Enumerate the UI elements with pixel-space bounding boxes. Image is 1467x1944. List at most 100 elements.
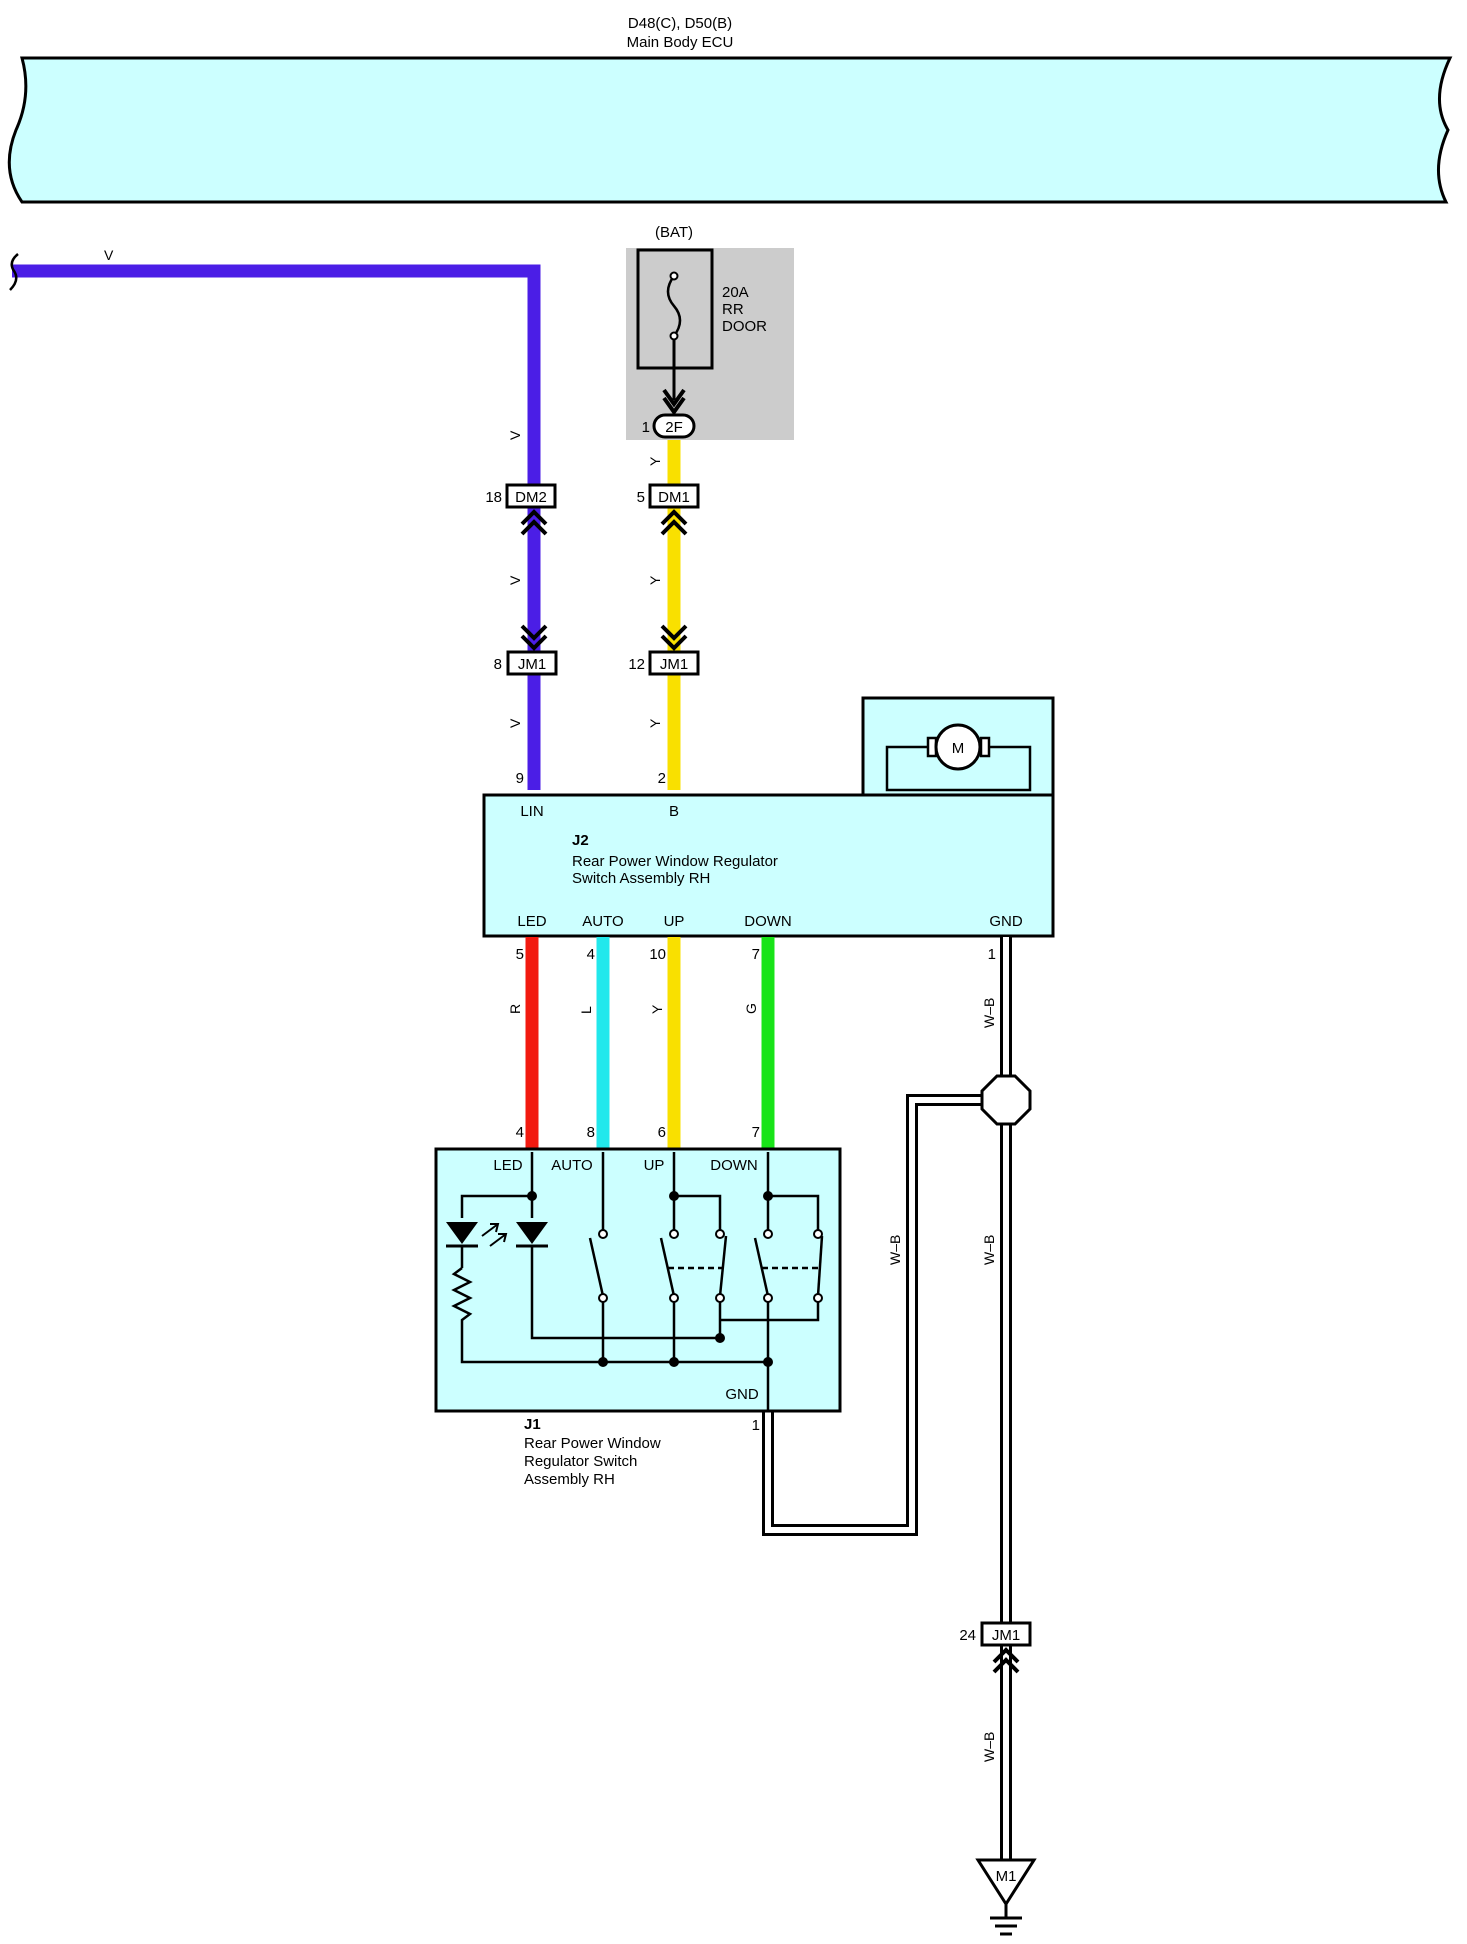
fuse-terminal-top [669, 271, 679, 281]
connector-dm2-label: DM2 [515, 489, 547, 506]
j2-motor-wiring [885, 745, 1032, 792]
j2-name-line2: Switch Assembly RH [572, 870, 710, 887]
j1-pin-led: 4 [516, 1124, 524, 1141]
wire-code-bat-2: Y [647, 575, 663, 585]
wire-code-gnd-1: W–B [981, 998, 997, 1028]
j2-pin-b: 2 [658, 770, 666, 787]
motor-icon [934, 723, 982, 771]
splice-point-icon [980, 1074, 1032, 1126]
main-body-ecu-box [7, 56, 1453, 204]
fuse-arrow-icon [662, 388, 686, 416]
diode-icon [516, 1222, 548, 1244]
connector-jm1-lin-label: JM1 [518, 656, 546, 673]
connector-dm1-arrow-icon [660, 509, 688, 536]
lin-wire-top [12, 264, 541, 790]
fuse-element [666, 275, 682, 337]
up-switch-1-icon [659, 1237, 676, 1297]
wire-code-gnd-j1: W–B [887, 1235, 903, 1265]
wire-break-icon [9, 253, 19, 291]
connector-jm1-gnd [980, 1621, 1032, 1647]
connector-jm1-bat-arrow-icon [660, 624, 688, 651]
wire-code-lin-2: V [507, 575, 523, 585]
ecu-connector-code: D48(C), D50(B) [628, 15, 732, 32]
wire-code-auto: L [578, 1006, 594, 1014]
connector-dm2-pin: 18 [485, 489, 502, 506]
j2-motor-label: M [952, 740, 965, 757]
wire-code-lin-top: V [104, 247, 114, 263]
connector-jm1-bat [648, 650, 700, 676]
connector-2f [652, 413, 696, 439]
connector-jm1-lin-arrow-icon [520, 624, 548, 651]
j2-code: J2 [572, 832, 589, 849]
j2-pin-down: 7 [752, 946, 760, 963]
j2-pin-lin-label: LIN [520, 803, 543, 820]
j1-name-line3: Assembly RH [524, 1471, 615, 1488]
ground-symbol-icon [990, 1904, 1022, 1936]
resistor-icon [451, 1267, 768, 1364]
wire-code-led: R [507, 1004, 523, 1014]
led-icon [446, 1222, 478, 1244]
down-switch-2-icon [816, 1235, 824, 1297]
connector-jm1-gnd-arrow-icon [992, 1647, 1020, 1674]
down-switch-1-icon [753, 1237, 770, 1297]
ground-label: M1 [996, 1868, 1017, 1885]
j1-pin-down-label: DOWN [710, 1157, 758, 1174]
j1-name-line2: Regulator Switch [524, 1453, 637, 1470]
connector-jm1-gnd-label: JM1 [992, 1627, 1020, 1644]
auto-switch-icon [588, 1237, 605, 1297]
junction-dots [527, 1191, 773, 1367]
j1-gnd-label: GND [725, 1386, 759, 1403]
j1-pin-down: 7 [752, 1124, 760, 1141]
connector-jm1-bat-pin: 12 [628, 656, 645, 673]
j2-pin-led-label: LED [517, 913, 546, 930]
switch-contacts [598, 1229, 823, 1303]
connector-dm2-arrow-icon [520, 509, 548, 536]
j2-pin-down-label: DOWN [744, 913, 792, 930]
j1-pin-auto: 8 [587, 1124, 595, 1141]
connector-dm1 [648, 483, 700, 509]
up-switch-2-icon [718, 1235, 728, 1297]
wire-code-down: G [743, 1003, 759, 1014]
fuse-rating: 20A [722, 284, 749, 301]
fuse-source: (BAT) [655, 224, 693, 241]
j2-pin-up-label: UP [664, 913, 685, 930]
led-light-arrows-icon [481, 1223, 508, 1247]
j1-pin-led-label: LED [493, 1157, 522, 1174]
connector-2f-label: 2F [665, 419, 683, 436]
ground-point-icon [975, 1858, 1037, 1907]
wire-code-bat-3: Y [647, 718, 663, 728]
ecu-name: Main Body ECU [627, 34, 734, 51]
j1-pin-up: 6 [658, 1124, 666, 1141]
fuse-name-line1: RR [722, 301, 744, 318]
j1-pin-up-label: UP [644, 1157, 665, 1174]
connector-jm1-lin-pin: 8 [494, 656, 502, 673]
wire-code-up: Y [649, 1004, 665, 1014]
j1-box [434, 1147, 842, 1413]
j2-pin-auto: 4 [587, 946, 595, 963]
j2-box [482, 793, 1055, 938]
connector-jm1-gnd-pin: 24 [959, 1627, 976, 1644]
wire-code-gnd-2: W–B [981, 1235, 997, 1265]
fuse-pin: 1 [642, 419, 650, 436]
wire-code-lin-3: V [507, 718, 523, 728]
j1-name-line1: Rear Power Window [524, 1435, 661, 1452]
gnd-wire-j1-inner [765, 1097, 1006, 1533]
connector-jm1-bat-label: JM1 [660, 656, 688, 673]
connector-dm1-label: DM1 [658, 489, 690, 506]
j1-gnd-pin: 1 [752, 1417, 760, 1434]
j1-pin-auto-label: AUTO [551, 1157, 592, 1174]
wire-code-lin-1: V [507, 430, 523, 440]
wire-code-bat-1: Y [647, 456, 663, 466]
j2-pin-up: 10 [649, 946, 666, 963]
j2-pin-gnd: 1 [988, 946, 996, 963]
j2-pin-lin: 9 [516, 770, 524, 787]
fuse-name-line2: DOOR [722, 318, 767, 335]
connector-jm1-lin [506, 650, 558, 676]
j2-motor-brush-right [979, 736, 991, 758]
wire-code-gnd-3: W–B [981, 1732, 997, 1762]
j2-pin-gnd-label: GND [989, 913, 1023, 930]
j2-pin-b-label: B [669, 803, 679, 820]
fuse-terminal-bottom [669, 331, 679, 341]
connector-dm2 [505, 483, 557, 509]
